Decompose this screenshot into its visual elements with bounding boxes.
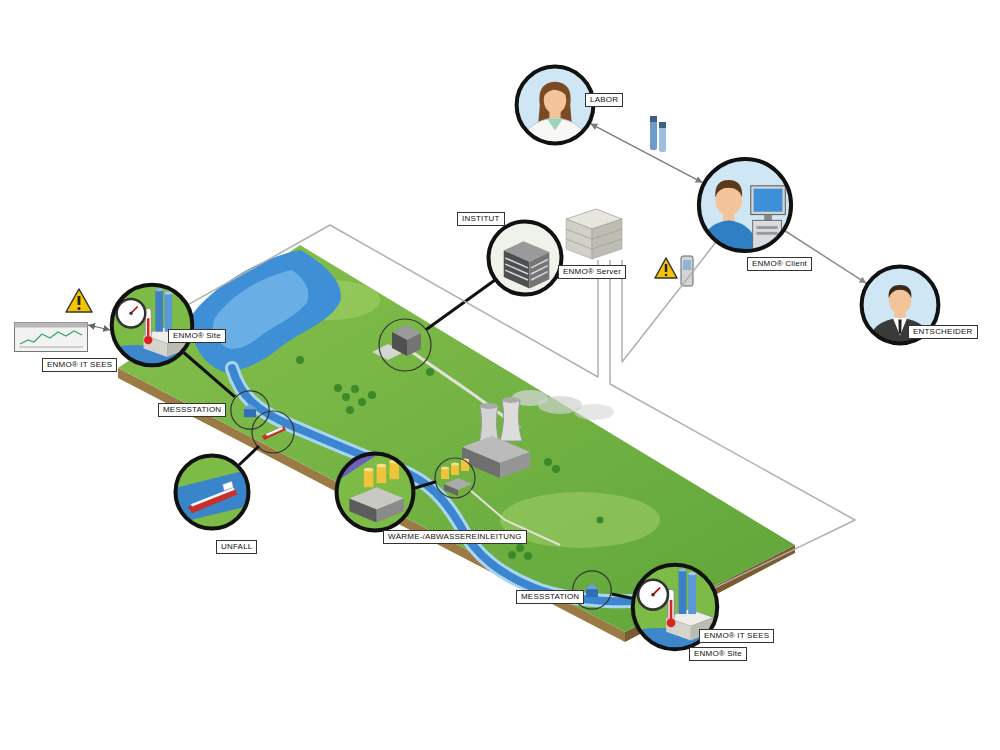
lake-and-river xyxy=(190,250,690,601)
callout-circle: MESSSTATION xyxy=(572,570,612,610)
connector xyxy=(184,353,235,397)
callout-circle: ENMO® Site xyxy=(110,283,194,367)
terrain-slab xyxy=(118,245,795,642)
callout-label: ENMO® Site xyxy=(689,647,747,661)
warning-sign xyxy=(655,258,677,278)
connector xyxy=(622,243,715,362)
callout-circle: ENMO® IT SEESENMO® Site xyxy=(631,563,719,651)
icon-box: ENMO® IT SEES xyxy=(14,322,88,352)
callout-circle: ENMO® Client xyxy=(697,157,793,253)
connector xyxy=(189,225,598,377)
callout-label: ENMO® Client xyxy=(747,257,812,271)
connector xyxy=(610,260,855,588)
callout-label: ENTSCHEIDER xyxy=(908,325,978,339)
callout-circle: MESSSTATION xyxy=(230,390,270,430)
inst-icon xyxy=(487,220,563,296)
institute-building xyxy=(372,319,431,371)
leader-lines xyxy=(240,280,495,488)
trees xyxy=(296,356,604,560)
factory-icon xyxy=(335,452,415,532)
callout-label: LABOR xyxy=(585,93,623,107)
roads xyxy=(412,352,560,545)
connector xyxy=(88,325,110,330)
connector xyxy=(590,124,702,183)
power-plant xyxy=(462,390,614,478)
callout-circle: ENTSCHEIDER xyxy=(860,265,940,345)
callout-label: MESSSTATION xyxy=(516,590,584,604)
callout-label: MESSSTATION xyxy=(158,403,226,417)
callout-label: WÄRME-/ABWASSEREINLEITUNG xyxy=(383,530,527,544)
station-icon xyxy=(230,390,270,430)
callout-label: UNFALL xyxy=(216,540,257,554)
callout-label: INSTITUT xyxy=(457,212,505,226)
factory-tanks xyxy=(435,458,475,498)
callout-label: ENMO® Server xyxy=(558,265,626,279)
callout-label: ENMO® Site xyxy=(168,329,226,343)
callout-circle: LABOR xyxy=(515,65,595,145)
site-icon xyxy=(110,283,194,367)
callout-label: ENMO® IT SEES xyxy=(699,629,774,643)
callout-circle: UNFALL xyxy=(174,454,250,530)
server-icon xyxy=(558,205,628,260)
callout-circle: INSTITUT xyxy=(487,220,563,296)
callout-circle: WÄRME-/ABWASSEREINLEITUNG xyxy=(335,452,415,532)
sample-vials xyxy=(650,116,666,152)
connector xyxy=(612,594,632,598)
icon-box: ENMO® Server xyxy=(558,205,628,260)
ship-icon xyxy=(174,454,250,530)
lab-icon xyxy=(515,65,595,145)
warning-sign xyxy=(66,289,92,312)
screen-icon xyxy=(14,322,88,352)
mobile-phone xyxy=(681,256,693,286)
client-icon xyxy=(697,157,793,253)
callout-label: ENMO® IT SEES xyxy=(42,358,117,372)
